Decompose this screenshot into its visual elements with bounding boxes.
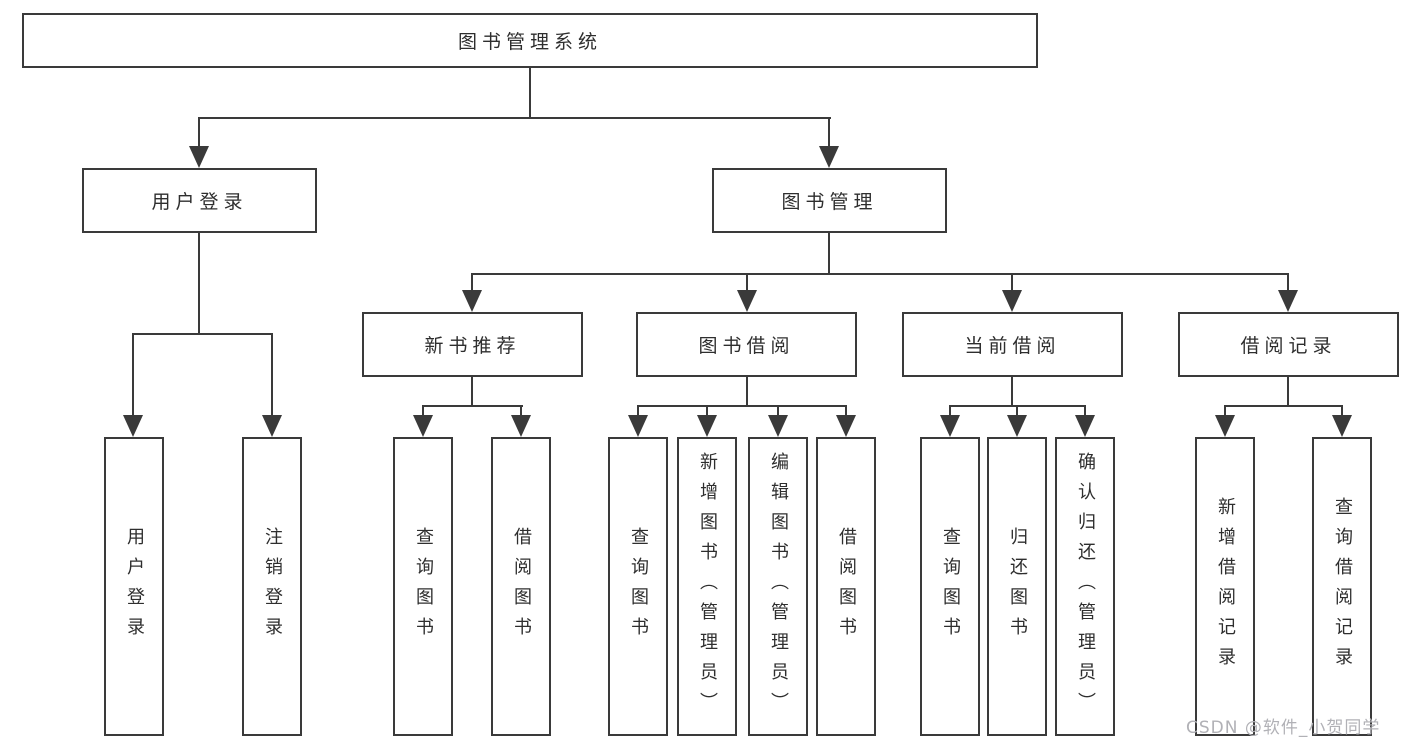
node-leaf-current-return: 归还图书 <box>987 437 1047 736</box>
arrow-down <box>737 290 757 312</box>
node-leaf-logout-label: 注销登录 <box>262 526 283 647</box>
connector-drop <box>1084 405 1086 417</box>
connector-group-rail <box>637 405 847 407</box>
node-user-login-label: 用户登录 <box>151 191 248 213</box>
node-new-book-recommend: 新书推荐 <box>362 312 583 377</box>
node-leaf-current-confirm-admin-label: 确认归还（管理员） <box>1075 451 1096 722</box>
node-book-borrowing: 图书借阅 <box>636 312 857 377</box>
connector-level3-rail <box>471 273 1289 275</box>
node-leaf-borrow-borrow-label: 借阅图书 <box>836 526 857 647</box>
arrow-down <box>413 415 433 437</box>
connector-drop <box>777 405 779 417</box>
node-leaf-newbooks-borrow-label: 借阅图书 <box>511 526 532 647</box>
connector-drop <box>1224 405 1226 417</box>
node-leaf-records-add: 新增借阅记录 <box>1195 437 1255 736</box>
connector-drop <box>520 405 522 417</box>
connector-drop <box>1287 273 1289 293</box>
connector-group-rail <box>1224 405 1343 407</box>
node-leaf-current-query: 查询图书 <box>920 437 980 736</box>
node-leaf-borrow-edit-admin-label: 编辑图书（管理员） <box>768 451 789 722</box>
node-library-management-system-label: 图书管理系统 <box>457 31 602 53</box>
arrow-down <box>768 415 788 437</box>
arrow-down <box>1075 415 1095 437</box>
arrow-down <box>940 415 960 437</box>
node-leaf-borrow-edit-admin: 编辑图书（管理员） <box>748 437 808 736</box>
node-book-management-label: 图书管理 <box>781 191 878 213</box>
connector-level2-rail <box>198 117 831 119</box>
node-user-login: 用户登录 <box>82 168 317 233</box>
node-new-book-recommend-label: 新书推荐 <box>424 335 521 357</box>
connector-drop <box>422 405 424 417</box>
arrow-down <box>697 415 717 437</box>
node-leaf-borrow-add-admin-label: 新增图书（管理员） <box>697 451 718 722</box>
arrow-down <box>628 415 648 437</box>
node-current-borrowing: 当前借阅 <box>902 312 1123 377</box>
node-leaf-borrow-query-label: 查询图书 <box>628 526 649 647</box>
connector-group-stub <box>471 377 473 407</box>
arrow-down <box>819 146 839 168</box>
csdn-watermark: CSDN @软件_小贺同学 <box>1186 718 1381 738</box>
node-leaf-records-query: 查询借阅记录 <box>1312 437 1372 736</box>
connector-drop <box>271 333 273 417</box>
node-leaf-logout: 注销登录 <box>242 437 302 736</box>
node-leaf-records-add-label: 新增借阅记录 <box>1215 496 1236 677</box>
connector-group-stub <box>746 377 748 407</box>
connector-to-book-management <box>828 117 830 147</box>
node-leaf-user-login-label: 用户登录 <box>124 526 145 647</box>
connector-drop <box>706 405 708 417</box>
node-leaf-newbooks-borrow: 借阅图书 <box>491 437 551 736</box>
node-leaf-newbooks-query-label: 查询图书 <box>413 526 434 647</box>
arrow-down <box>1215 415 1235 437</box>
arrow-down <box>462 290 482 312</box>
node-book-borrowing-label: 图书借阅 <box>698 335 795 357</box>
connector-root-stub <box>529 68 531 118</box>
node-current-borrowing-label: 当前借阅 <box>964 335 1061 357</box>
connector-drop <box>637 405 639 417</box>
connector-drop <box>845 405 847 417</box>
arrow-down <box>836 415 856 437</box>
connector-drop <box>949 405 951 417</box>
connector-group-stub <box>1287 377 1289 407</box>
connector-drop <box>132 333 134 417</box>
node-book-management: 图书管理 <box>712 168 947 233</box>
connector-book-management-stub <box>828 233 830 275</box>
connector-user-login-stub <box>198 233 200 335</box>
connector-group-stub <box>1011 377 1013 407</box>
node-borrow-records-label: 借阅记录 <box>1240 335 1337 357</box>
arrow-down <box>262 415 282 437</box>
connector-drop <box>1016 405 1018 417</box>
arrow-down <box>1002 290 1022 312</box>
node-leaf-borrow-borrow: 借阅图书 <box>816 437 876 736</box>
connector-drop <box>746 273 748 293</box>
node-leaf-borrow-add-admin: 新增图书（管理员） <box>677 437 737 736</box>
node-leaf-borrow-query: 查询图书 <box>608 437 668 736</box>
node-leaf-records-query-label: 查询借阅记录 <box>1332 496 1353 677</box>
arrow-down <box>1332 415 1352 437</box>
node-leaf-user-login: 用户登录 <box>104 437 164 736</box>
arrow-down <box>511 415 531 437</box>
node-leaf-current-return-label: 归还图书 <box>1007 526 1028 647</box>
arrow-down <box>1007 415 1027 437</box>
arrow-down <box>123 415 143 437</box>
connector-group-rail <box>422 405 523 407</box>
arrow-down <box>189 146 209 168</box>
connector-drop <box>1011 273 1013 293</box>
connector-to-user-login <box>198 117 200 147</box>
connector-drop <box>471 273 473 293</box>
connector-user-login-rail <box>132 333 273 335</box>
connector-drop <box>1341 405 1343 417</box>
node-borrow-records: 借阅记录 <box>1178 312 1399 377</box>
node-leaf-current-confirm-admin: 确认归还（管理员） <box>1055 437 1115 736</box>
arrow-down <box>1278 290 1298 312</box>
node-leaf-current-query-label: 查询图书 <box>940 526 961 647</box>
node-leaf-newbooks-query: 查询图书 <box>393 437 453 736</box>
node-library-management-system: 图书管理系统 <box>22 13 1038 68</box>
